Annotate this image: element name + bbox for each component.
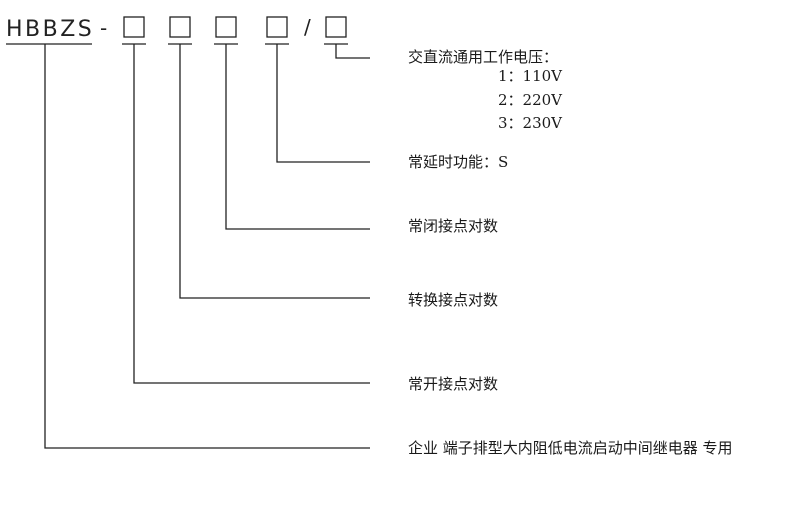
voltage-option-2: 2：220V bbox=[498, 91, 563, 109]
model-prefix: HBBZS bbox=[6, 17, 95, 42]
no-contacts-label: 常开接点对数 bbox=[408, 375, 499, 393]
placeholder-box-3 bbox=[215, 16, 237, 38]
voltage-title: 交直流通用工作电压： bbox=[408, 48, 559, 66]
nc-leader bbox=[225, 44, 370, 230]
voltage-option-3: 3：230V bbox=[498, 114, 563, 132]
model-slash: / bbox=[304, 15, 311, 39]
placeholder-box-4 bbox=[266, 16, 288, 38]
product-description: 企业 端子排型大内阻低电流启动中间继电器 专用 bbox=[408, 439, 733, 457]
changeover-leader bbox=[179, 44, 370, 299]
model-dash: - bbox=[100, 16, 108, 40]
voltage-option-1: 1：110V bbox=[498, 67, 563, 85]
delay-function-label: 常延时功能：S bbox=[408, 153, 509, 171]
no-leader bbox=[133, 44, 370, 384]
placeholder-box-5 bbox=[325, 16, 347, 38]
placeholder-box-2 bbox=[169, 16, 191, 38]
placeholder-box-1 bbox=[123, 16, 145, 38]
delay-leader bbox=[276, 44, 370, 163]
changeover-contacts-label: 转换接点对数 bbox=[408, 291, 499, 309]
voltage-leader bbox=[335, 44, 370, 59]
nc-contacts-label: 常闭接点对数 bbox=[408, 217, 499, 235]
description-leader bbox=[44, 44, 370, 449]
